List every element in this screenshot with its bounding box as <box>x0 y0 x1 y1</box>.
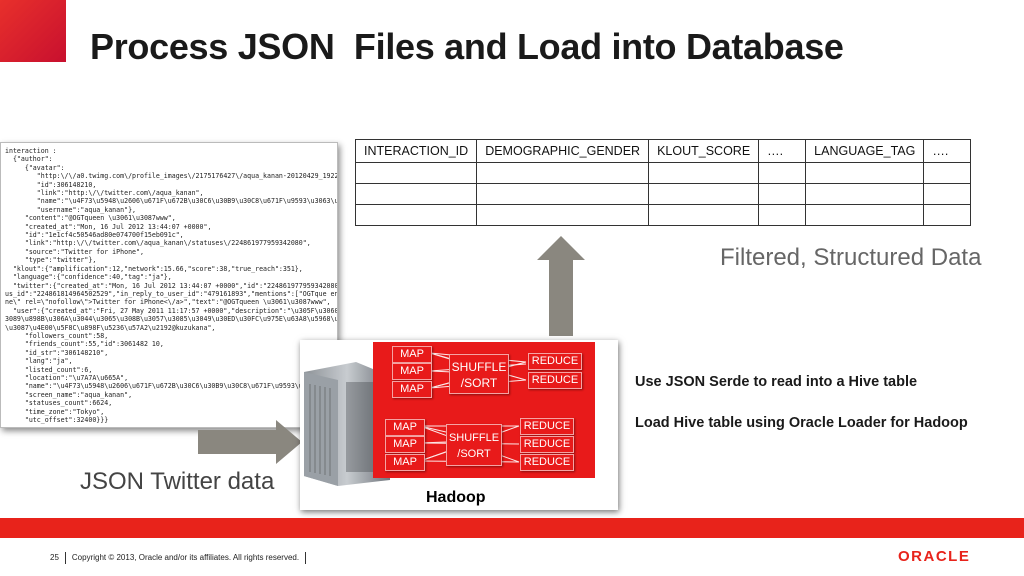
hadoop-label: Hadoop <box>426 489 486 506</box>
table-row <box>354 204 972 226</box>
table-row <box>354 162 972 184</box>
corner-accent <box>0 0 66 62</box>
shuffle-label: SHUFFLE <box>448 432 500 444</box>
column-header: INTERACTION_ID <box>354 139 478 163</box>
reduce-node: REDUCE <box>520 418 574 435</box>
shuffle-sort-node: SHUFFLE /SORT <box>446 424 502 466</box>
map-node: MAP <box>392 346 432 363</box>
json-sample-panel: interaction : {"author": {"avatar": "htt… <box>0 142 338 428</box>
footer-bar <box>0 518 1024 538</box>
footer: 25 Copyright © 2013, Oracle and/or its af… <box>50 552 312 564</box>
column-header: LANGUAGE_TAG <box>805 139 925 163</box>
copyright-text: Copyright © 2013, Oracle and/or its affi… <box>71 553 300 563</box>
reduce-node: REDUCE <box>528 353 582 370</box>
shuffle-sort-node: SHUFFLE /SORT <box>449 354 509 394</box>
structured-table: INTERACTION_ID DEMOGRAPHIC_GENDER KLOUT_… <box>354 139 972 226</box>
column-header: KLOUT_SCORE <box>648 139 760 163</box>
right-arrow-icon <box>198 420 302 464</box>
footer-divider <box>64 552 66 564</box>
filtered-data-label: Filtered, Structured Data <box>720 244 982 271</box>
shuffle-label: SHUFFLE <box>451 360 507 374</box>
json-sample-text: interaction : {"author": {"avatar": "htt… <box>5 147 338 424</box>
column-header: …. <box>758 139 807 163</box>
sort-label: /SORT <box>457 448 491 460</box>
sort-label: /SORT <box>460 376 498 390</box>
table-header-row: INTERACTION_ID DEMOGRAPHIC_GENDER KLOUT_… <box>354 139 972 163</box>
footer-divider <box>305 552 307 564</box>
json-twitter-label: JSON Twitter data <box>80 468 275 495</box>
up-arrow-icon <box>537 236 585 336</box>
map-node: MAP <box>385 454 425 471</box>
map-node: MAP <box>385 419 425 436</box>
map-node: MAP <box>392 381 432 398</box>
reduce-node: REDUCE <box>520 436 574 453</box>
reduce-node: REDUCE <box>520 454 574 471</box>
map-node: MAP <box>385 436 425 453</box>
map-node: MAP <box>392 363 432 380</box>
note-oracle-loader: Load Hive table using Oracle Loader for … <box>635 415 968 431</box>
note-json-serde: Use JSON Serde to read into a Hive table <box>635 374 918 390</box>
reduce-node: REDUCE <box>528 372 582 389</box>
oracle-logo: ORACLE <box>898 548 971 565</box>
column-header: DEMOGRAPHIC_GENDER <box>476 139 650 163</box>
column-header: …. <box>923 139 972 163</box>
slide-title: Process JSON Files and Load into Databas… <box>90 26 844 67</box>
table-row <box>354 183 972 205</box>
page-number: 25 <box>50 553 59 563</box>
